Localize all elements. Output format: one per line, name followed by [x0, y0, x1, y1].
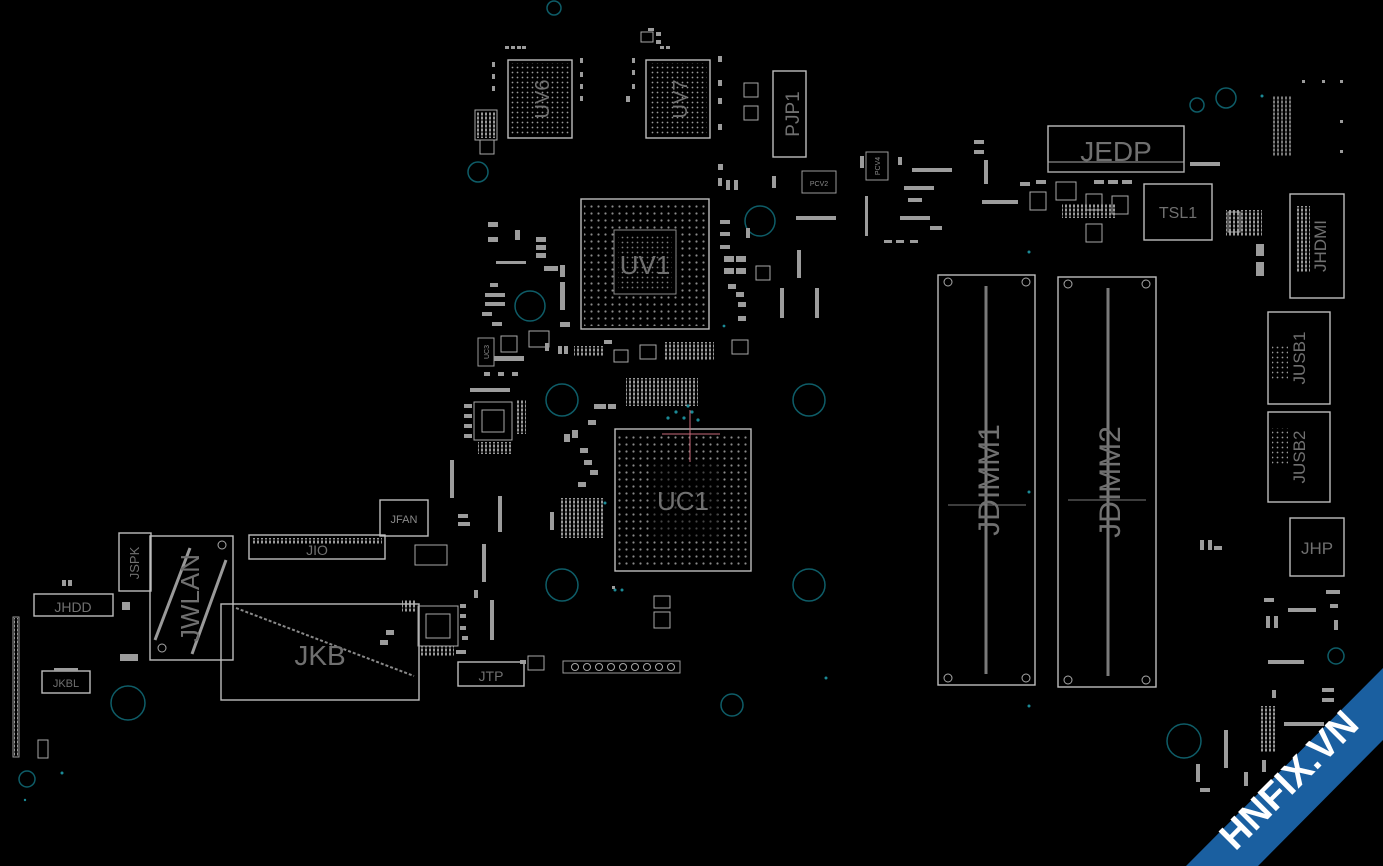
chip-uv1[interactable]: UV1 [580, 198, 710, 330]
connector-jhdmi[interactable]: JHDMI [1289, 193, 1345, 299]
jkb-label: JKB [294, 640, 345, 671]
connector-left-edge [12, 616, 20, 758]
mounting-holes [18, 0, 1345, 788]
uc1-label: UC1 [657, 486, 709, 516]
connector-jfan[interactable]: JFAN [379, 499, 448, 566]
connector-jusb2[interactable]: JUSB2 [1267, 411, 1331, 503]
jusb1-label: JUSB1 [1290, 332, 1309, 385]
connector-jhdd[interactable]: JHDD [33, 580, 138, 661]
watermark-band [1186, 668, 1383, 866]
uv6-label: UV6 [532, 80, 554, 119]
connector-jwlan[interactable]: JWLAN [149, 535, 234, 661]
jspk-label: JSPK [127, 546, 142, 579]
tsl1-label: TSL1 [1159, 205, 1197, 222]
connector-jkbl[interactable]: JKBL [37, 668, 91, 759]
chip-uv7[interactable]: UV7 [626, 28, 722, 139]
jtp-label: JTP [479, 668, 504, 684]
connector-jtp[interactable]: JTP [457, 655, 545, 687]
chip-uv6[interactable]: UV6 [474, 46, 583, 155]
jhdd-label: JHDD [54, 599, 91, 615]
connector-jkb[interactable]: JKB [220, 603, 420, 701]
jkbl-label: JKBL [53, 678, 79, 690]
connector-jhp[interactable]: JHP [1200, 517, 1345, 577]
vias [23, 94, 1264, 802]
jhdmi-label: JHDMI [1311, 220, 1330, 272]
slot-jdimm1[interactable]: JDIMM1 [937, 274, 1036, 686]
connector-pjp1[interactable]: PJP1 [772, 70, 807, 158]
pjp1-label: PJP1 [783, 91, 804, 136]
pcv4-label: PCV4 [875, 157, 882, 175]
jdimm2-label: JDIMM2 [1094, 426, 1127, 538]
watermark: HNFIX.VN [1186, 668, 1383, 866]
pcv2-label: PCV2 [810, 181, 828, 188]
watermark-text: HNFIX.VN [1212, 703, 1367, 858]
jfan-label: JFAN [391, 514, 418, 526]
connector-jspk[interactable]: JSPK [118, 532, 152, 592]
passives-around-uv1 [482, 220, 771, 363]
part-uc3[interactable]: UC3 [477, 335, 524, 376]
jdimm1-label: JDIMM1 [973, 424, 1006, 536]
part-pcv2[interactable]: PCV2 [780, 170, 837, 318]
chip-uc1[interactable]: UC1 [614, 410, 752, 572]
connector-jusb1[interactable]: JUSB1 [1267, 311, 1331, 405]
connector-top-right [1272, 80, 1343, 156]
passives-around-uc1 [458, 378, 698, 629]
passives-bottom-right [1196, 590, 1340, 792]
jusb2-label: JUSB2 [1290, 431, 1309, 484]
chip-tsl1[interactable]: TSL1 [1143, 183, 1264, 276]
jhp-label: JHP [1301, 539, 1333, 558]
uv1-label: UV1 [620, 250, 671, 280]
uv7-label: UV7 [670, 80, 692, 119]
jwlan-label: JWLAN [175, 554, 205, 642]
uc3-label: UC3 [484, 345, 491, 359]
jedp-label: JEDP [1080, 136, 1152, 167]
connector-pad-row [562, 660, 681, 674]
part-pcv4[interactable]: PCV4 [860, 140, 1018, 243]
chip-left-qfn [450, 388, 526, 498]
chip-ec-cluster [380, 590, 494, 656]
jio-label: JIO [306, 542, 328, 558]
connector-jedp[interactable]: JEDP [1020, 125, 1220, 243]
connector-jio[interactable]: JIO [248, 534, 386, 560]
passives-top-center [718, 82, 776, 190]
slot-jdimm2[interactable]: JDIMM2 [1057, 276, 1157, 688]
